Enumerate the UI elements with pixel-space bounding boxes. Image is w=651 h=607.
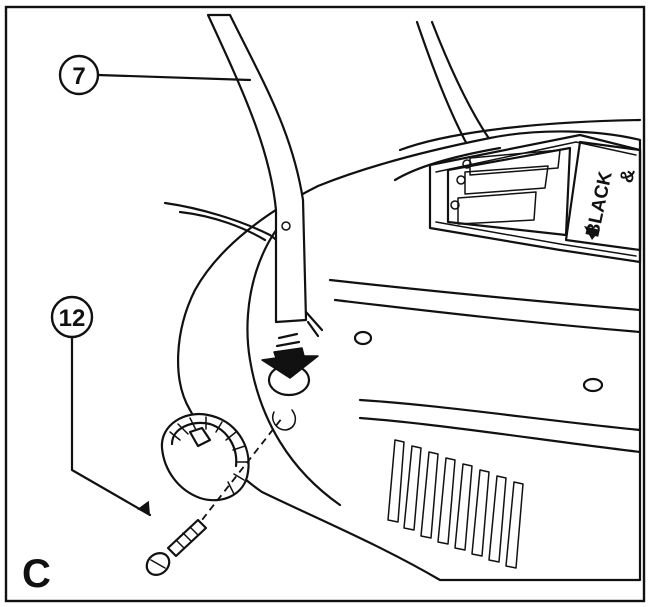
main-handle-tube [206,13,324,338]
callout-12: 12 [50,295,94,339]
callout-leaders [70,73,252,517]
callout-screw-label: 12 [59,305,86,332]
air-vents [387,439,524,569]
down-arrow-icon [261,332,319,379]
screw [145,518,208,576]
locking-knob [160,412,250,502]
panel-label: C [22,552,51,596]
brand-line-2: & [616,167,639,185]
rear-handle-rail [415,20,492,152]
callout-7: 7 [58,54,100,96]
callout-handle-label: 7 [72,63,85,90]
